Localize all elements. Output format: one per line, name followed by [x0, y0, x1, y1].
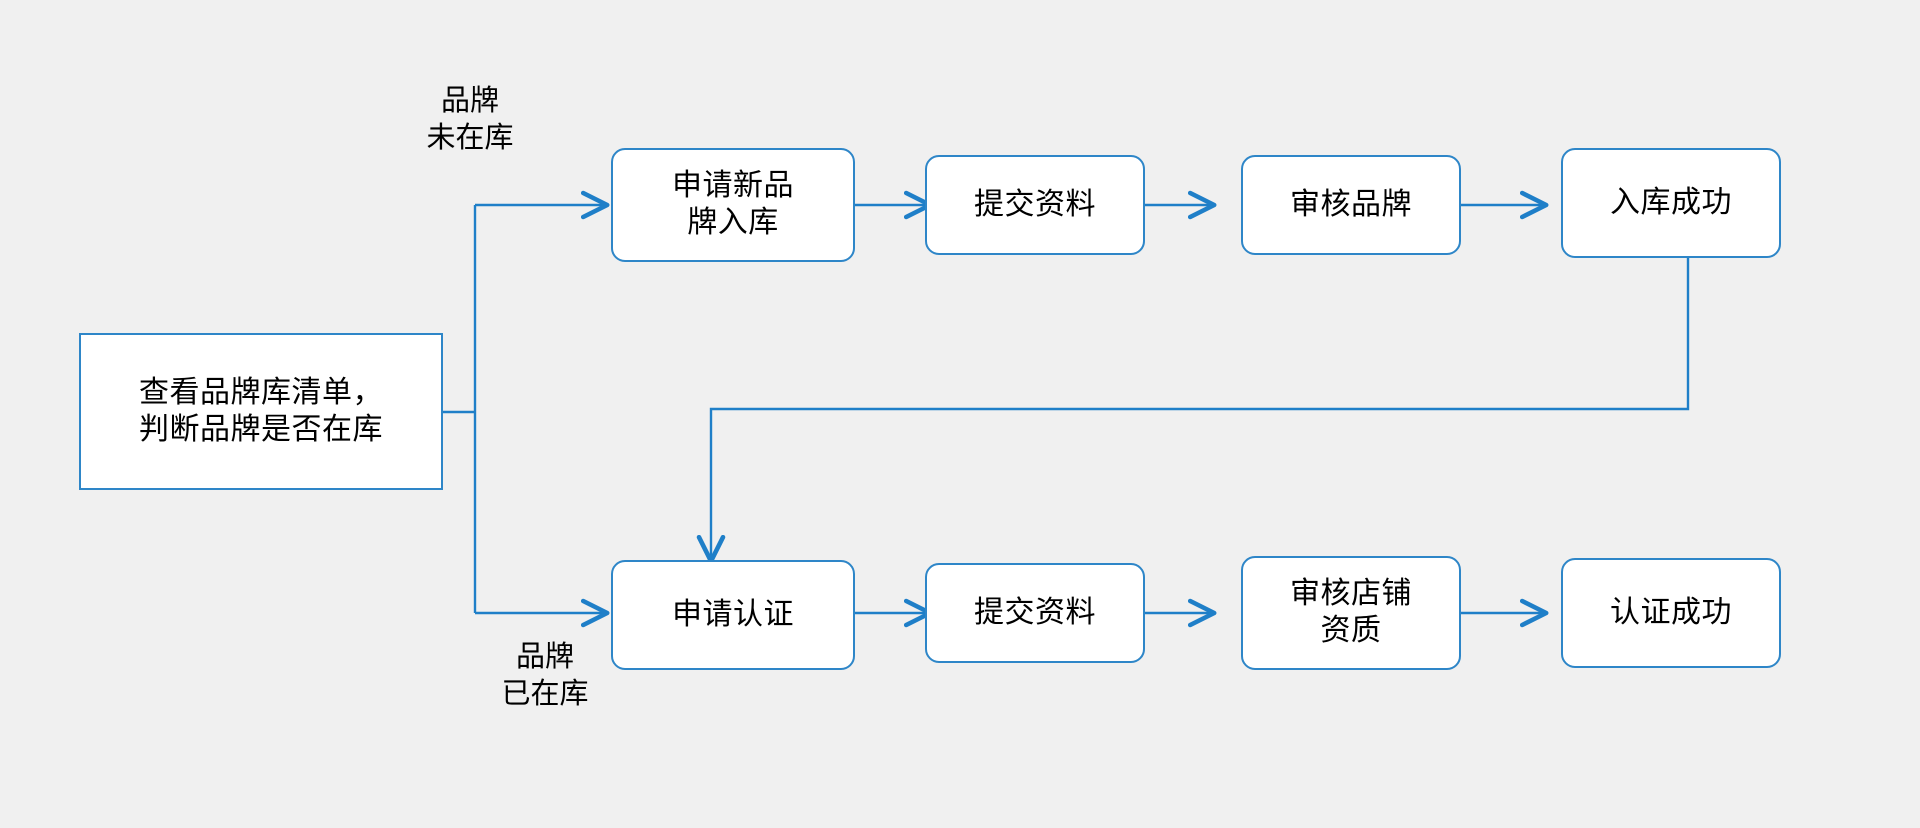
- edge-label-brand-not-in-library: 品牌 未在库: [426, 83, 514, 155]
- node-apply-certification[interactable]: 申请认证: [611, 560, 855, 670]
- node-entry-success[interactable]: 入库成功: [1561, 148, 1781, 258]
- node-submit-materials-top[interactable]: 提交资料: [925, 155, 1145, 255]
- node-certification-success[interactable]: 认证成功: [1561, 558, 1781, 668]
- node-review-brand[interactable]: 审核品牌: [1241, 155, 1461, 255]
- connector-feedback-success-to-apply-certification: [696, 257, 1690, 564]
- edge-label-brand-in-library: 品牌 已在库: [501, 639, 589, 711]
- node-review-shop-qualification[interactable]: 审核店铺 资质: [1241, 556, 1461, 670]
- node-check-brand-library[interactable]: 查看品牌库清单， 判断品牌是否在库: [79, 333, 443, 490]
- node-apply-new-brand-entry[interactable]: 申请新品 牌入库: [611, 148, 855, 262]
- node-submit-materials-bottom[interactable]: 提交资料: [925, 563, 1145, 663]
